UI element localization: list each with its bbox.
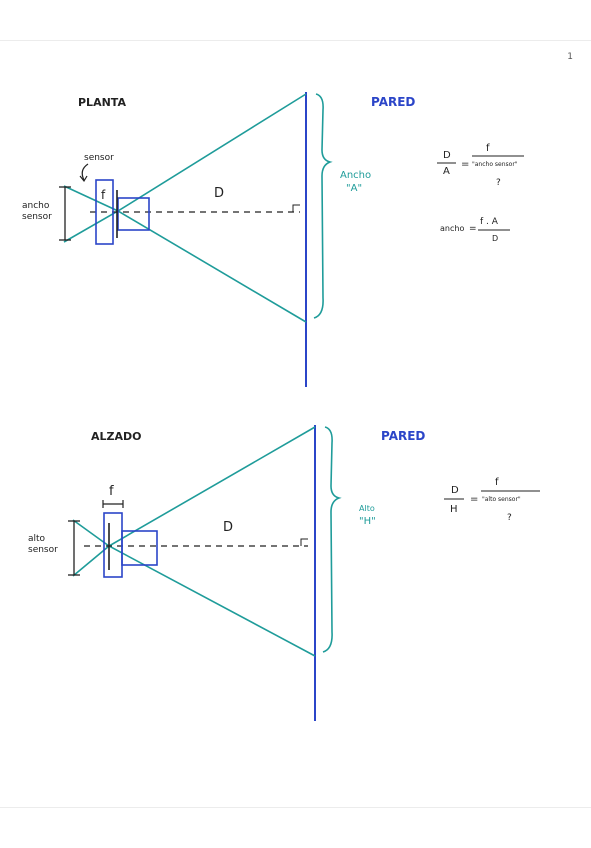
alzado-sensor-dim-label-1: alto	[28, 534, 46, 544]
alzado-wall-label: PARED	[381, 429, 425, 443]
svg-text:D: D	[451, 485, 459, 496]
svg-text:?: ?	[496, 178, 501, 188]
planta-sensor-label: sensor	[84, 153, 114, 163]
planta-focal-label: f	[101, 188, 106, 202]
planta-sensor-rays	[63, 185, 120, 243]
planta-section: PLANTA PARED ancho sensor sensor	[22, 92, 524, 387]
alzado-distance-label: D	[223, 520, 233, 535]
svg-text:=: =	[470, 494, 478, 505]
planta-sensor-dim-label-1: ancho	[22, 201, 50, 211]
planta-distance-label: D	[214, 186, 224, 201]
planta-width-label-2: "A"	[346, 183, 362, 194]
alzado-sensor-dim-label-2: sensor	[28, 545, 58, 555]
svg-text:H: H	[450, 504, 458, 515]
svg-text:?: ?	[507, 513, 512, 523]
planta-sensor-dim-label-2: sensor	[22, 212, 52, 222]
svg-text:f . A: f . A	[480, 217, 499, 227]
planta-field-of-view	[116, 93, 307, 323]
alzado-title: ALZADO	[91, 430, 142, 443]
svg-text:=: =	[469, 224, 477, 234]
svg-text:f: f	[486, 143, 490, 154]
planta-wall-label: PARED	[371, 95, 415, 109]
svg-text:D: D	[492, 234, 498, 243]
alzado-height-brace	[322, 426, 342, 653]
planta-formula-ratio: D A = f "ancho sensor" ?	[437, 143, 524, 188]
page-border	[0, 40, 591, 808]
alzado-focal-label: f	[109, 484, 114, 499]
planta-sensor-rect	[95, 179, 114, 245]
alzado-section: ALZADO PARED f alto sensor	[28, 425, 540, 721]
svg-text:"ancho sensor": "ancho sensor"	[472, 161, 518, 168]
planta-lens-body	[117, 197, 150, 231]
alzado-lens-body	[121, 530, 158, 566]
svg-text:A: A	[443, 166, 450, 177]
planta-title: PLANTA	[78, 96, 126, 109]
svg-text:D: D	[443, 150, 451, 161]
alzado-right-angle-mark	[300, 538, 308, 546]
planta-width-label-1: Ancho	[340, 170, 371, 181]
alzado-height-label-1: Alto	[359, 504, 375, 513]
svg-text:ancho: ancho	[440, 224, 464, 233]
page-number: 1	[567, 52, 573, 62]
alzado-height-label-2: "H"	[359, 516, 376, 527]
svg-text:"alto sensor": "alto sensor"	[482, 496, 521, 503]
alzado-formula-ratio: D H = f "alto sensor" ?	[444, 477, 540, 523]
svg-text:f: f	[495, 477, 499, 488]
svg-text:=: =	[461, 159, 469, 170]
planta-formula-width: ancho = f . A D	[440, 217, 510, 243]
alzado-field-of-view	[107, 426, 316, 657]
planta-width-brace	[313, 93, 333, 319]
planta-sensor-arrow	[81, 163, 89, 181]
planta-right-angle-mark	[292, 204, 300, 212]
